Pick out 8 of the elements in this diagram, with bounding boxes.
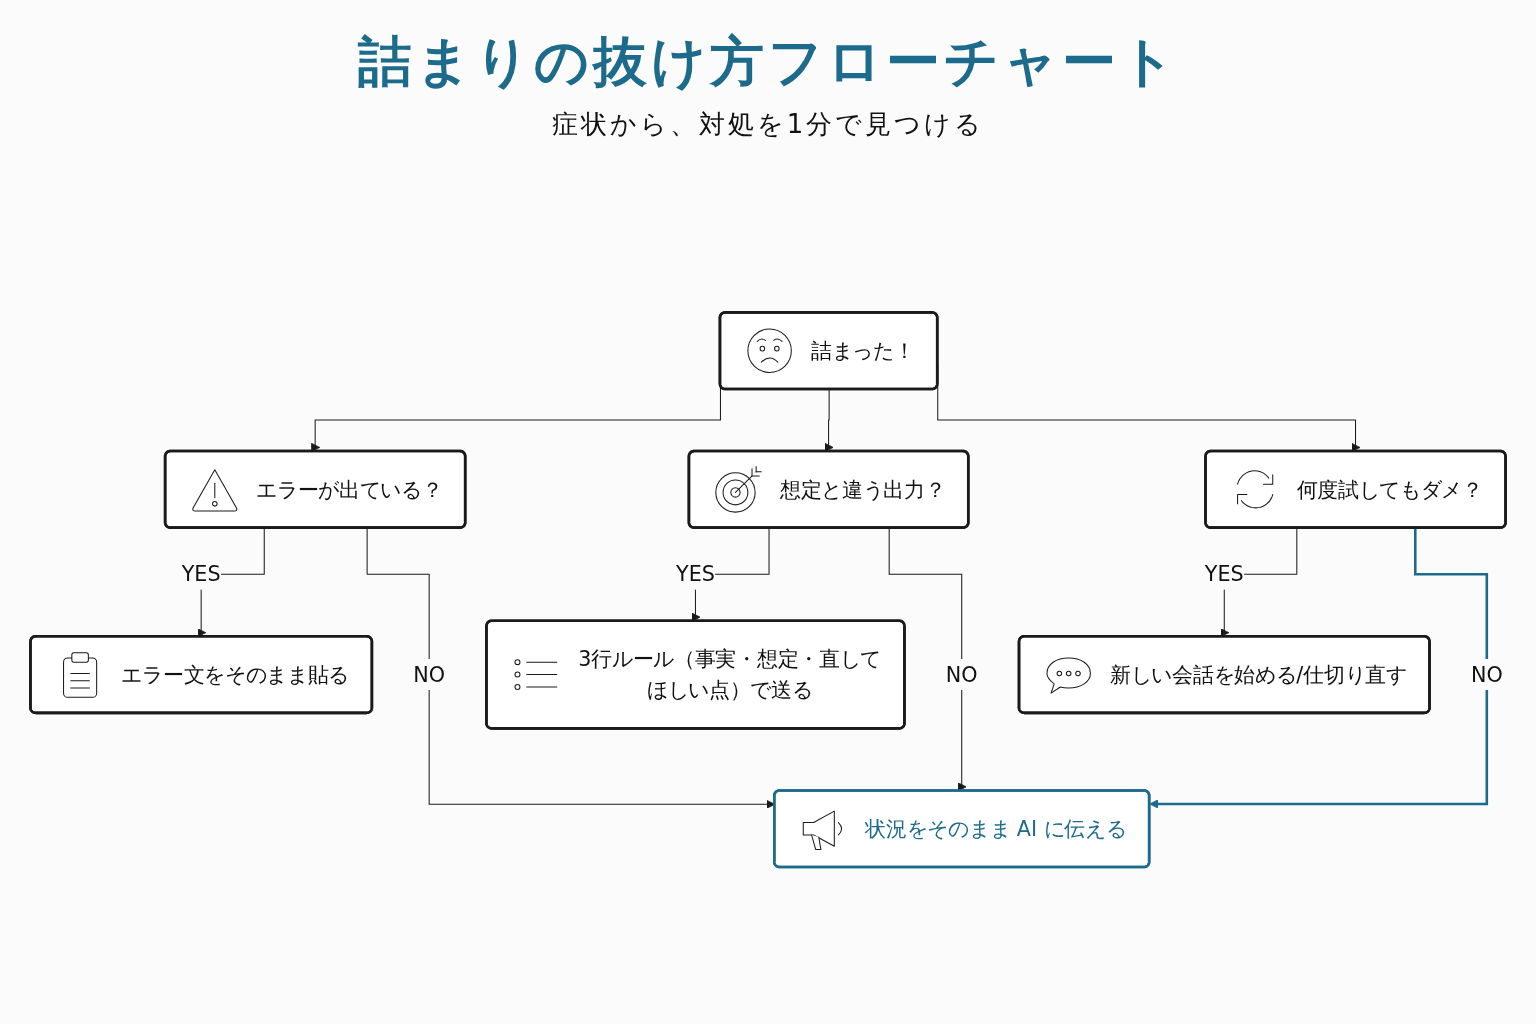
title: 詰まりの抜け方フローチャート xyxy=(357,30,1179,95)
edge-label: YES xyxy=(1204,562,1244,587)
edge-label: NO xyxy=(945,662,978,688)
edge-label: NO xyxy=(1470,662,1503,688)
edge-label: NO xyxy=(413,662,446,688)
edge-label: YES xyxy=(676,562,715,587)
edge-label: YES xyxy=(181,562,221,587)
subtitle: 症状から、対処を1分で見つける xyxy=(551,108,985,140)
